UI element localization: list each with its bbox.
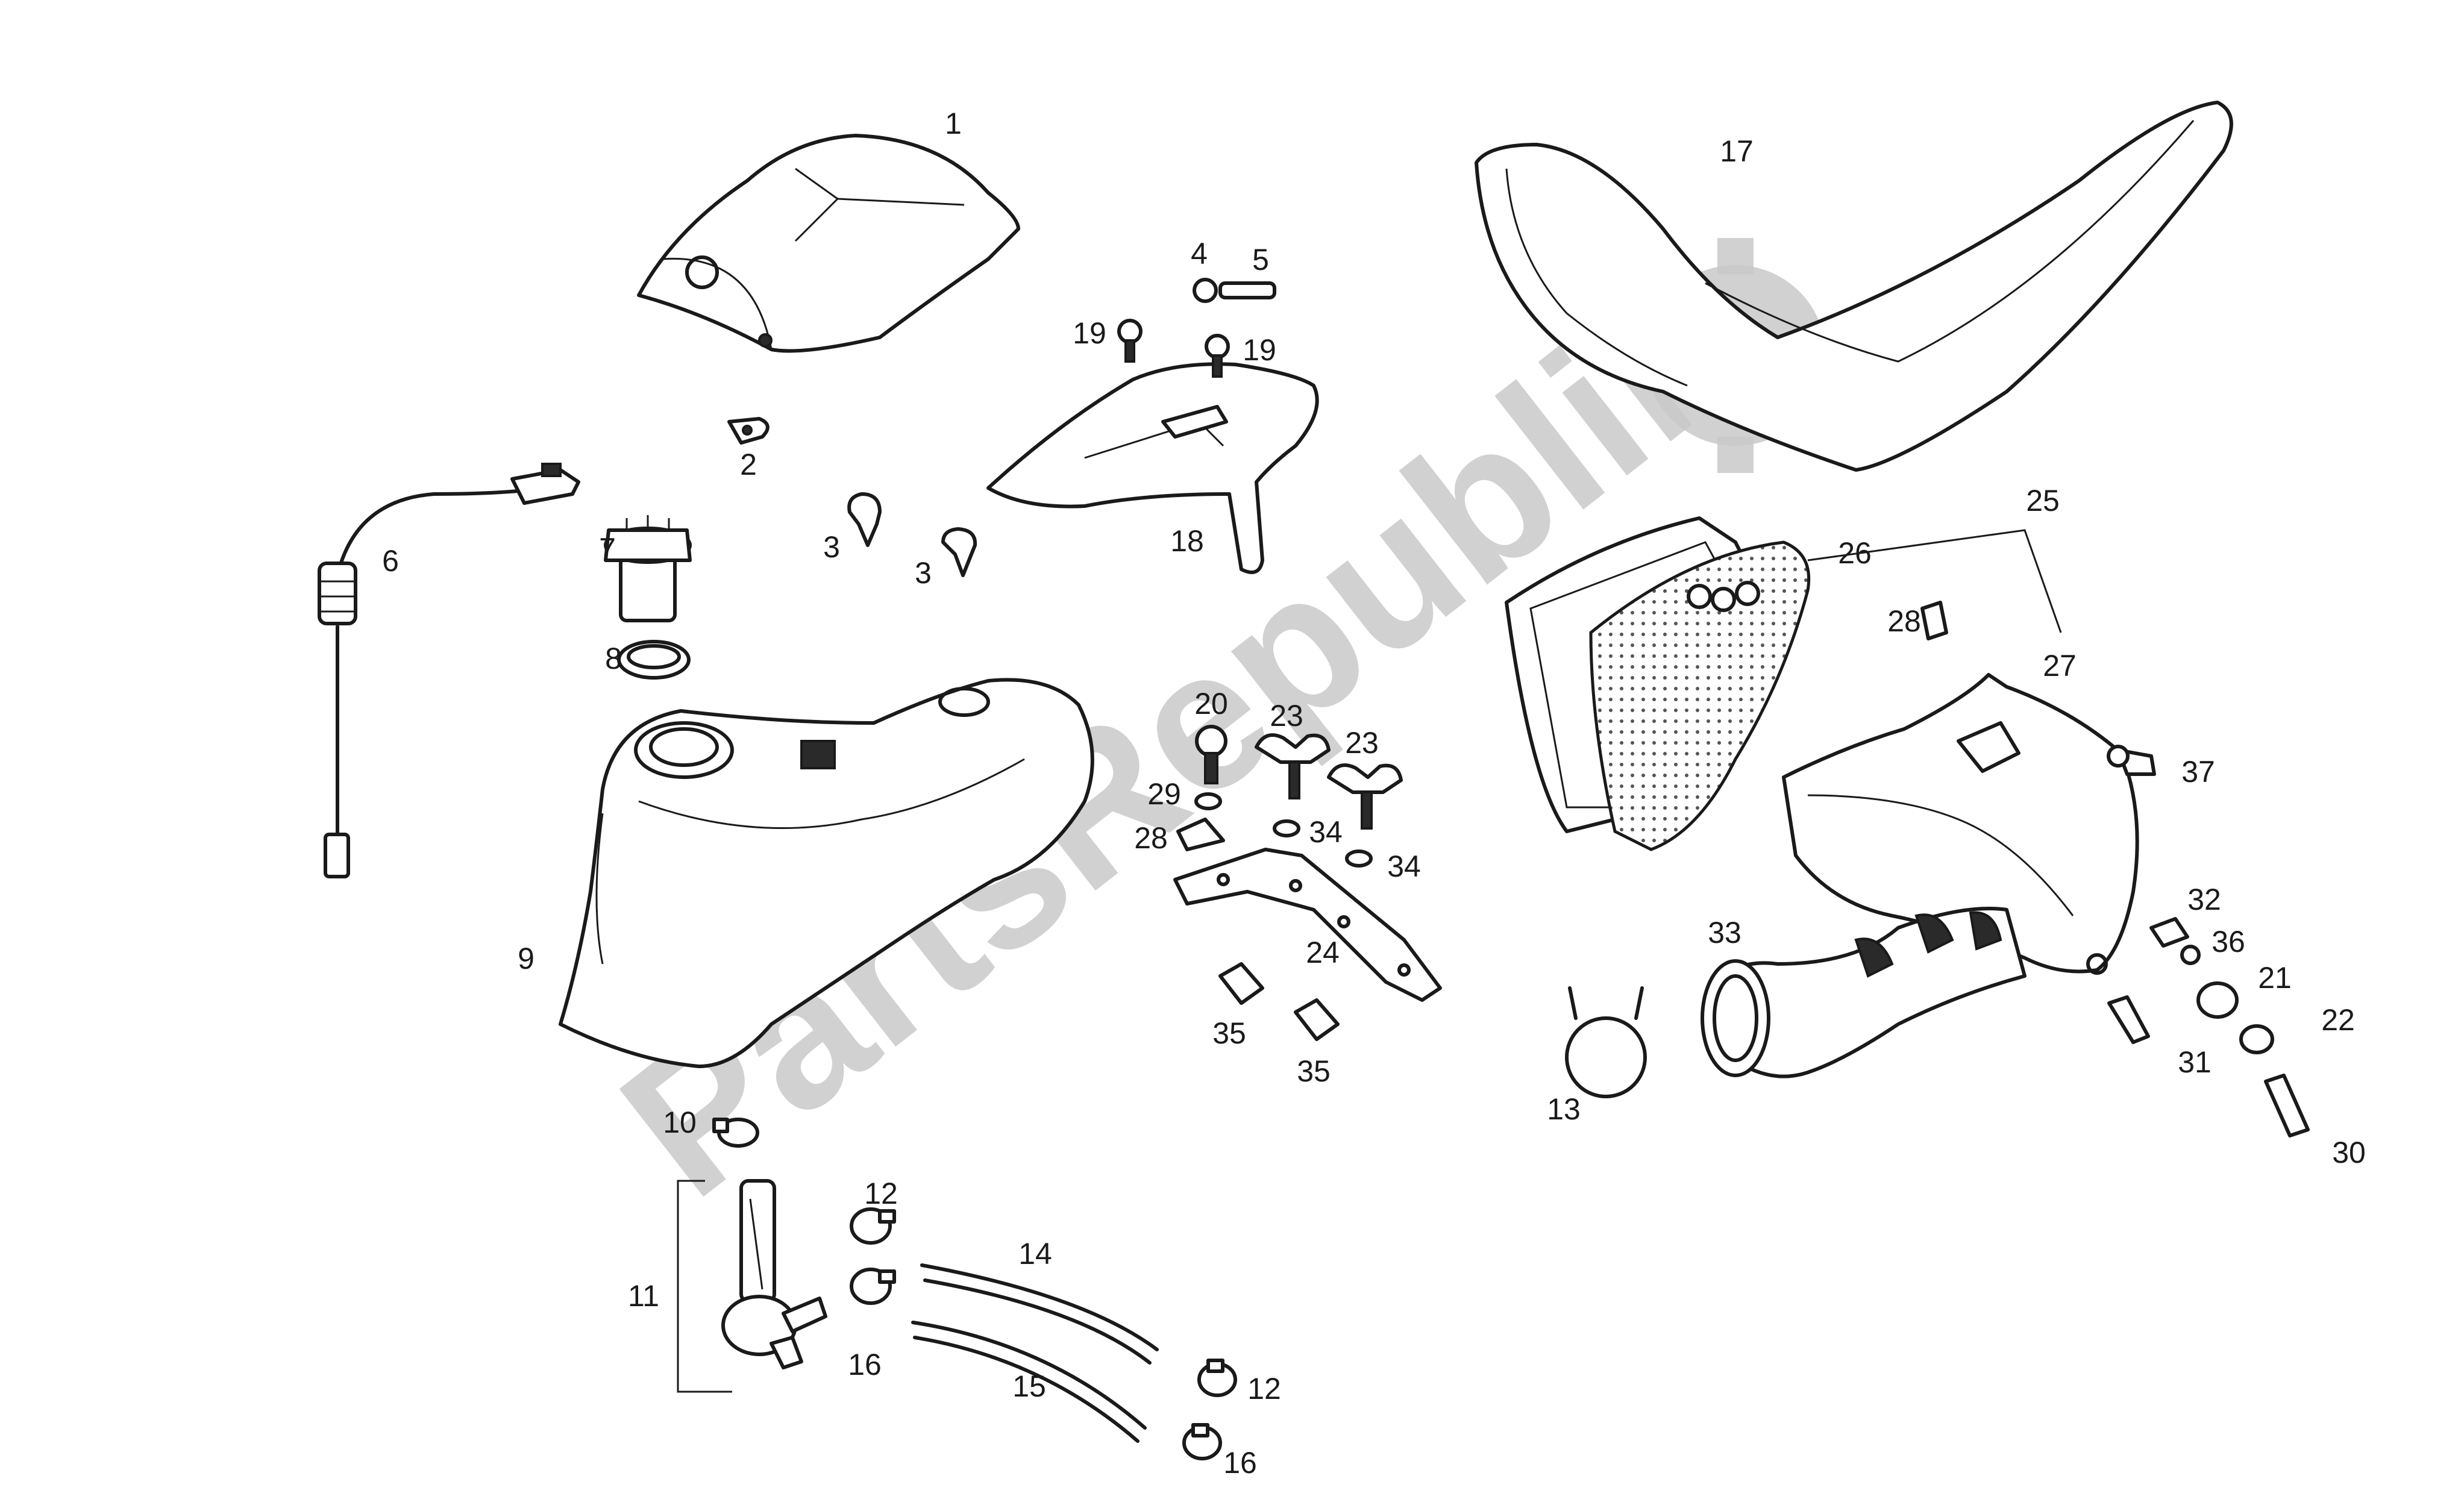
- callout-15: 15: [1012, 1369, 1046, 1403]
- callout-6: 6: [382, 544, 399, 578]
- callout-28b: 28: [1134, 821, 1168, 855]
- part-clip-35a: [1218, 962, 1264, 1005]
- part-air-filter: [1589, 540, 1811, 851]
- callout-16a: 16: [848, 1348, 882, 1381]
- callout-9: 9: [518, 942, 534, 975]
- callout-labels: 1 2 3 3 4 5 6 7 8 9 10 11 12 12 13 14 15…: [382, 107, 2366, 1480]
- callout-29: 29: [1147, 777, 1181, 811]
- callout-21: 21: [2258, 961, 2292, 995]
- part-hose-clamp-b: [850, 1268, 896, 1305]
- part-washer-34a: [1273, 819, 1300, 837]
- part-tank-strap: [1173, 848, 1442, 1002]
- part-fuel-cap: [604, 515, 692, 622]
- callout-3b: 3: [915, 556, 932, 590]
- part-seat: [1475, 101, 2233, 472]
- callout-25: 25: [2026, 484, 2060, 518]
- part-clip-28b: [1920, 601, 1948, 640]
- part-hose-clamp-c: [1197, 1359, 1237, 1397]
- part-gasket: [617, 640, 691, 680]
- part-screw-20: [1195, 725, 1227, 784]
- part-tank-cover: [637, 134, 1020, 353]
- callout-26: 26: [1838, 536, 1872, 570]
- callout-8: 8: [605, 642, 622, 675]
- part-screw-b: [1205, 334, 1230, 378]
- callout-5: 5: [1252, 243, 1269, 277]
- part-intake-duct: [1701, 907, 2027, 1078]
- callout-36: 36: [2212, 925, 2245, 959]
- callout-16b: 16: [1223, 1446, 1257, 1480]
- part-rubber-buffer-a: [847, 492, 882, 547]
- part-nut: [1193, 278, 1218, 303]
- part-bolt-30: [2264, 1074, 2310, 1137]
- callout-22: 22: [2321, 1003, 2355, 1037]
- part-bracket-line-25: [1807, 529, 2062, 633]
- callout-18: 18: [1170, 524, 1204, 558]
- callout-12b: 12: [1247, 1372, 1281, 1406]
- part-screw-31: [2107, 995, 2150, 1044]
- callout-33: 33: [1708, 916, 1741, 949]
- part-rubber-buffer-b: [941, 527, 977, 577]
- callout-32: 32: [2187, 883, 2221, 916]
- part-hose-clamp-a: [850, 1207, 896, 1245]
- callout-4: 4: [1191, 237, 1208, 271]
- callout-17: 17: [1720, 134, 1754, 168]
- callout-34b: 34: [1387, 849, 1421, 883]
- part-washer-34b: [1345, 849, 1373, 868]
- part-tank-clamp: [712, 1118, 759, 1148]
- callout-13: 13: [1547, 1092, 1581, 1126]
- callout-23b: 23: [1345, 726, 1379, 760]
- part-fuel-tap: [677, 1179, 827, 1393]
- part-fuel-hose-upper: [920, 1263, 1159, 1365]
- callout-35b: 35: [1297, 1054, 1331, 1088]
- callout-10: 10: [663, 1106, 697, 1139]
- callout-19b: 19: [1243, 333, 1276, 367]
- part-hose-clamp-d: [1182, 1423, 1222, 1460]
- callout-20: 20: [1194, 687, 1228, 721]
- callout-12a: 12: [864, 1177, 898, 1210]
- callout-28a: 28: [1887, 604, 1921, 638]
- callout-35a: 35: [1212, 1016, 1246, 1050]
- callout-2: 2: [740, 448, 757, 481]
- part-screw-a: [1117, 319, 1143, 363]
- callout-11: 11: [628, 1279, 659, 1313]
- callout-1: 1: [945, 107, 962, 140]
- part-airbox-housing: [1782, 673, 2139, 975]
- part-fuel-tank: [559, 678, 1094, 1068]
- part-bolt: [1218, 281, 1276, 299]
- part-wing-bolt-a: [1255, 733, 1331, 799]
- callout-34a: 34: [1309, 815, 1343, 849]
- callout-27: 27: [2043, 649, 2077, 683]
- part-fuel-hose-lower: [911, 1321, 1147, 1443]
- part-grommet-21: [2196, 981, 2239, 1019]
- callout-7: 7: [599, 532, 616, 566]
- part-screw-37: [2107, 745, 2156, 776]
- part-level-sender: [318, 463, 580, 878]
- callout-30: 30: [2332, 1136, 2366, 1169]
- callout-23a: 23: [1270, 699, 1303, 733]
- part-clip-35b: [1294, 998, 1340, 1041]
- part-spacer-36: [2180, 945, 2201, 965]
- part-washer-29: [1194, 792, 1222, 810]
- callout-19a: 19: [1073, 316, 1106, 350]
- callout-24: 24: [1306, 936, 1340, 969]
- part-rear-bracket: [986, 362, 1319, 574]
- callout-31: 31: [2178, 1045, 2212, 1079]
- part-lock-plate: [727, 417, 770, 445]
- callout-3a: 3: [823, 530, 840, 564]
- part-clip-28a: [1176, 818, 1225, 851]
- part-nut-32: [2149, 917, 2189, 948]
- callout-37: 37: [2181, 755, 2215, 789]
- part-collar-22: [2239, 1024, 2274, 1054]
- part-clamp-ring: [1565, 986, 1647, 1098]
- part-wing-bolt-b: [1327, 763, 1403, 830]
- callout-14: 14: [1018, 1237, 1052, 1271]
